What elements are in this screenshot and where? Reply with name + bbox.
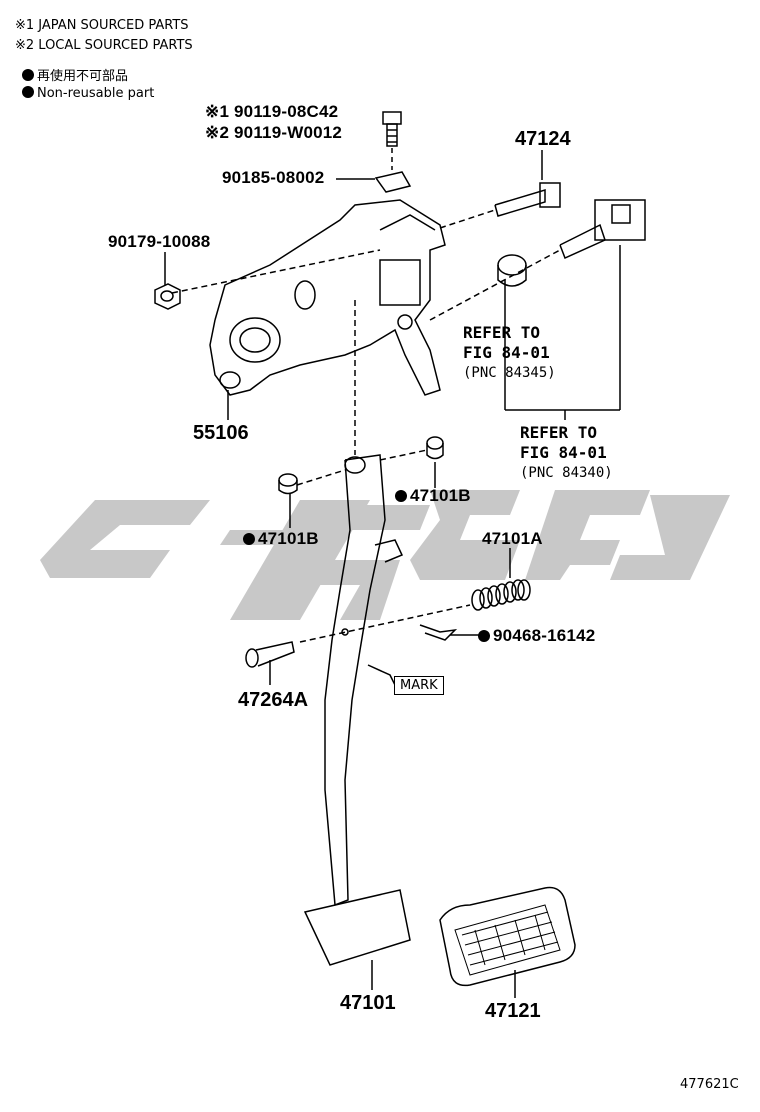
label-47121[interactable]: 47121: [485, 1000, 541, 1022]
ref1-line3: (PNC 84345): [463, 365, 556, 381]
bolt-47124: [494, 182, 561, 217]
legend-en-text: Non-reusable part: [37, 86, 155, 101]
stop-switch: [559, 199, 646, 260]
label-47101[interactable]: 47101: [340, 992, 396, 1014]
ref2-line3: (PNC 84340): [520, 465, 613, 481]
clip-90468: [419, 624, 458, 641]
non-reusable-dot-icon: [243, 533, 255, 545]
nut-90185: [374, 171, 412, 193]
label-90179-10088[interactable]: 90179-10088: [108, 232, 211, 251]
refer-to-fig-2[interactable]: REFER TO FIG 84-01 (PNC 84340): [520, 423, 613, 483]
label-90185-08002[interactable]: 90185-08002: [222, 168, 325, 187]
label-47264A[interactable]: 47264A: [238, 689, 309, 711]
label-47101A[interactable]: 47101A: [482, 529, 543, 548]
legend-jp: 再使用不可部品: [22, 65, 128, 84]
bracket-55106: [209, 199, 446, 396]
legend-jp-text: 再使用不可部品: [37, 69, 129, 84]
note-local-sourced: ※2 LOCAL SOURCED PARTS: [15, 38, 193, 53]
label-47101B-right-text: 47101B: [410, 486, 471, 505]
label-47101B-right[interactable]: 47101B: [395, 486, 471, 506]
label-47101B-left[interactable]: 47101B: [243, 529, 319, 549]
non-reusable-dot-icon: [395, 490, 407, 502]
legend-en: Non-reusable part: [22, 86, 154, 101]
ref1-line2: FIG 84-01: [463, 343, 550, 362]
label-90468-16142[interactable]: 90468-16142: [478, 626, 595, 646]
mark-label: MARK: [394, 676, 444, 695]
ref1-line1: REFER TO: [463, 323, 541, 342]
bushing-47101B-right: [426, 436, 444, 460]
label-90468-16142-text: 90468-16142: [493, 626, 596, 645]
label-47101B-left-text: 47101B: [258, 529, 319, 548]
non-reusable-dot-icon: [22, 69, 34, 81]
figure-id: 477621C: [680, 1077, 739, 1092]
non-reusable-dot-icon: [478, 630, 490, 642]
ref2-line2: FIG 84-01: [520, 443, 607, 462]
pedal-arm-47101: [303, 454, 411, 966]
note-japan-sourced: ※1 JAPAN SOURCED PARTS: [15, 18, 189, 33]
ref2-line1: REFER TO: [520, 423, 598, 442]
label-55106[interactable]: 55106: [193, 422, 249, 444]
non-reusable-dot-icon: [22, 86, 34, 98]
spring-47101A: [471, 579, 531, 611]
label-90119-W0012[interactable]: ※2 90119-W0012: [205, 123, 343, 142]
pedal-pad-47121: [439, 886, 576, 987]
bolt-90119: [382, 111, 402, 147]
pin-47264A: [245, 641, 295, 668]
leader-mark: [367, 664, 396, 686]
bushing-47101B-left: [278, 473, 298, 495]
refer-to-fig-1[interactable]: REFER TO FIG 84-01 (PNC 84345): [463, 323, 556, 383]
nut-90179: [154, 283, 181, 310]
label-47124[interactable]: 47124: [515, 128, 571, 150]
label-90119-08C42[interactable]: ※1 90119-08C42: [205, 102, 339, 121]
